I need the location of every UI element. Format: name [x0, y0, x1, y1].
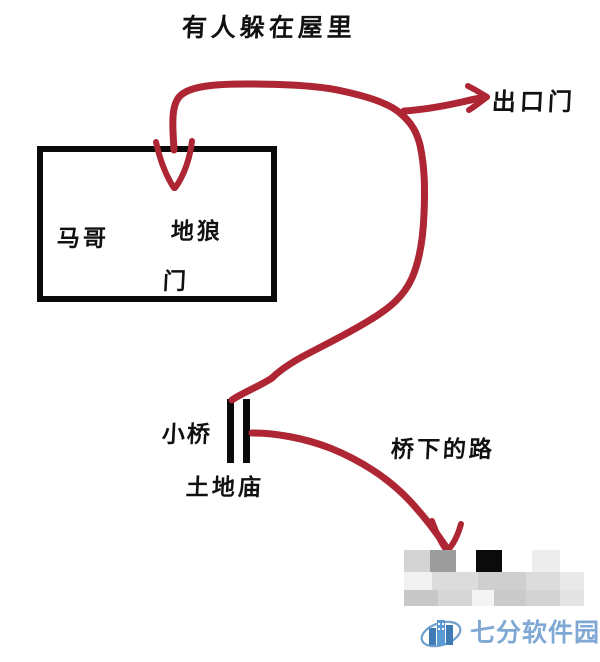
pixelated-region	[404, 542, 584, 606]
bridge-to-top-path	[228, 374, 276, 404]
pixel-block	[404, 550, 430, 572]
pixel-block	[430, 550, 456, 572]
pixel-block	[438, 590, 472, 606]
exit-door-arrow-head-top	[465, 83, 490, 100]
exit-door-arrow-shaft	[400, 93, 490, 115]
bridge-bar-right	[243, 399, 250, 463]
pixel-block	[532, 550, 560, 572]
bridge-bar-left	[227, 399, 234, 463]
pixel-block	[476, 550, 502, 572]
pixel-block	[404, 590, 438, 606]
under-bridge-road-label: 桥下的路	[390, 436, 496, 463]
pixel-block	[560, 572, 584, 590]
room-wolf-label: 地狼	[170, 218, 224, 245]
pixel-block	[472, 590, 494, 606]
pixel-block	[526, 572, 560, 590]
exit-door-label: 出口门	[491, 87, 577, 116]
pixel-block	[456, 550, 476, 572]
pixel-block	[502, 550, 532, 572]
room-door-label: 门	[162, 268, 189, 295]
pixel-block	[432, 572, 478, 590]
pixel-block	[494, 590, 526, 606]
pixel-block	[478, 572, 526, 590]
bridge-label: 小桥	[161, 421, 213, 448]
exit-door-arrow-head-bottom	[466, 94, 490, 113]
temple-label: 土地庙	[185, 474, 265, 501]
watermark: 七分软件园	[420, 612, 600, 650]
room-person-label: 马哥	[56, 225, 110, 252]
page-title: 有人躲在屋里	[181, 13, 357, 42]
pixel-block	[560, 590, 584, 606]
watermark-text: 七分软件园	[470, 618, 600, 647]
pixel-block	[404, 572, 432, 590]
building-logo-icon	[420, 620, 462, 648]
pixel-block	[526, 590, 560, 606]
